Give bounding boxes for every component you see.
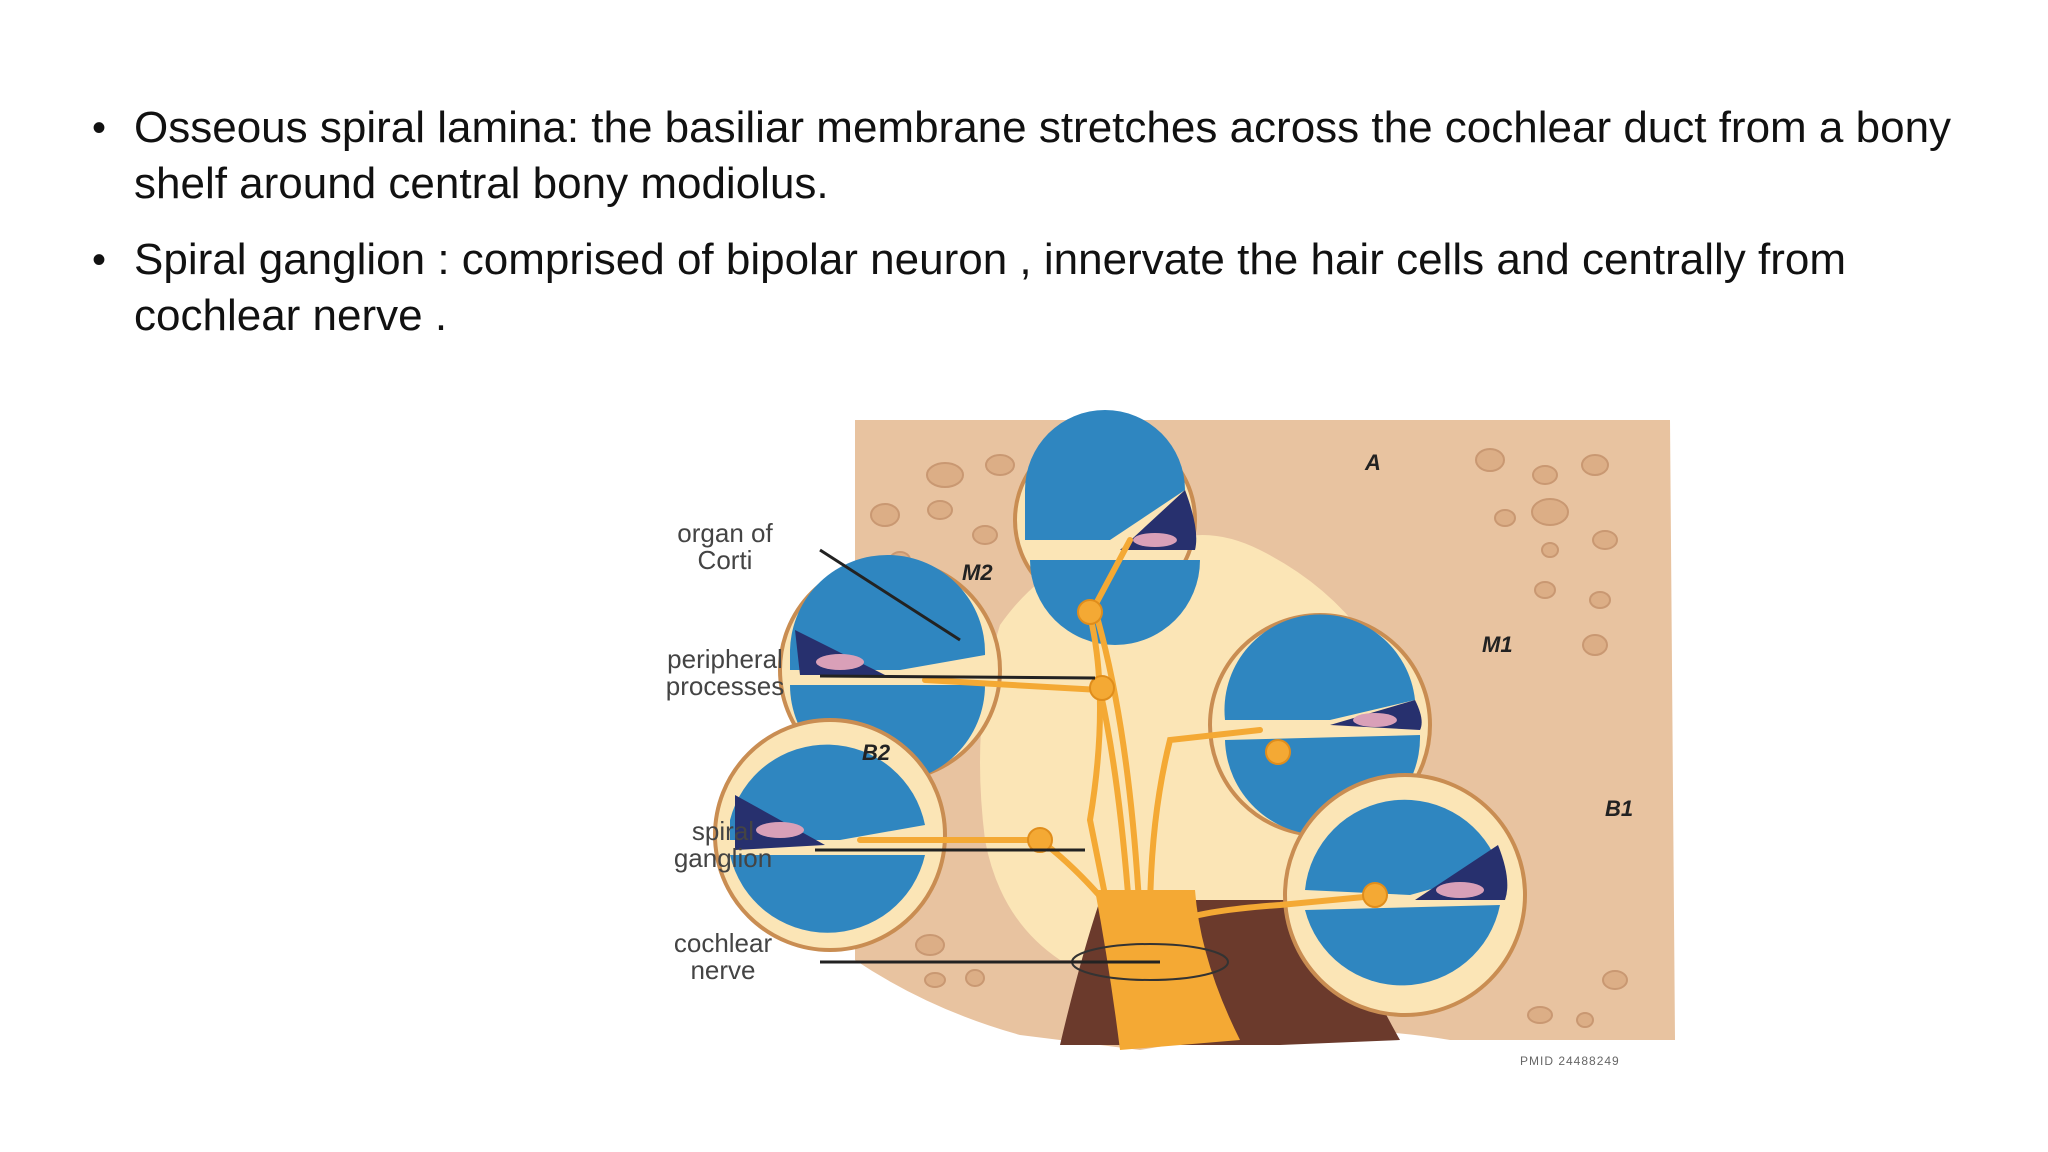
label-basal-turn-2: B2 xyxy=(862,740,891,765)
cochlear-nerve-trunk xyxy=(1095,890,1240,1050)
bullet-text: Osseous spiral lamina: the basiliar memb… xyxy=(134,103,1952,208)
label-apex-turn: A xyxy=(1365,450,1381,475)
cochlea-cross-section-figure: organ of Corti peripheral processes spir… xyxy=(640,400,1700,1090)
label-middle-turn-1: M1 xyxy=(1482,632,1513,657)
bullet-marker: • xyxy=(92,106,107,150)
bullet-marker: • xyxy=(92,238,107,282)
bullet-list: • Osseous spiral lamina: the basiliar me… xyxy=(92,100,1992,364)
bullet-osseous-spiral-lamina: • Osseous spiral lamina: the basiliar me… xyxy=(92,100,1992,212)
spiral-ganglion-cells xyxy=(1027,599,1388,908)
label-organ-of-corti: organ of Corti xyxy=(677,518,773,575)
cochlea-illustration xyxy=(713,410,1675,1050)
figure-credit: PMID 24488249 xyxy=(1520,1054,1620,1068)
callout-leader-lines xyxy=(815,548,1160,964)
label-middle-turn-2: M2 xyxy=(962,560,993,585)
bullet-text: Spiral ganglion : comprised of bipolar n… xyxy=(134,235,1847,340)
cochlear-turn-b2 xyxy=(713,718,947,952)
cochlear-turn-b1 xyxy=(1283,773,1527,1017)
label-cochlear-nerve: cochlear nerve xyxy=(673,928,773,985)
label-basal-turn-1: B1 xyxy=(1605,796,1634,821)
label-peripheral-processes: peripheral processes xyxy=(665,644,785,701)
label-spiral-ganglion: spiral ganglion xyxy=(673,816,773,873)
cochlear-turn-apex xyxy=(1013,410,1200,645)
bullet-spiral-ganglion: • Spiral ganglion : comprised of bipolar… xyxy=(92,232,1992,344)
